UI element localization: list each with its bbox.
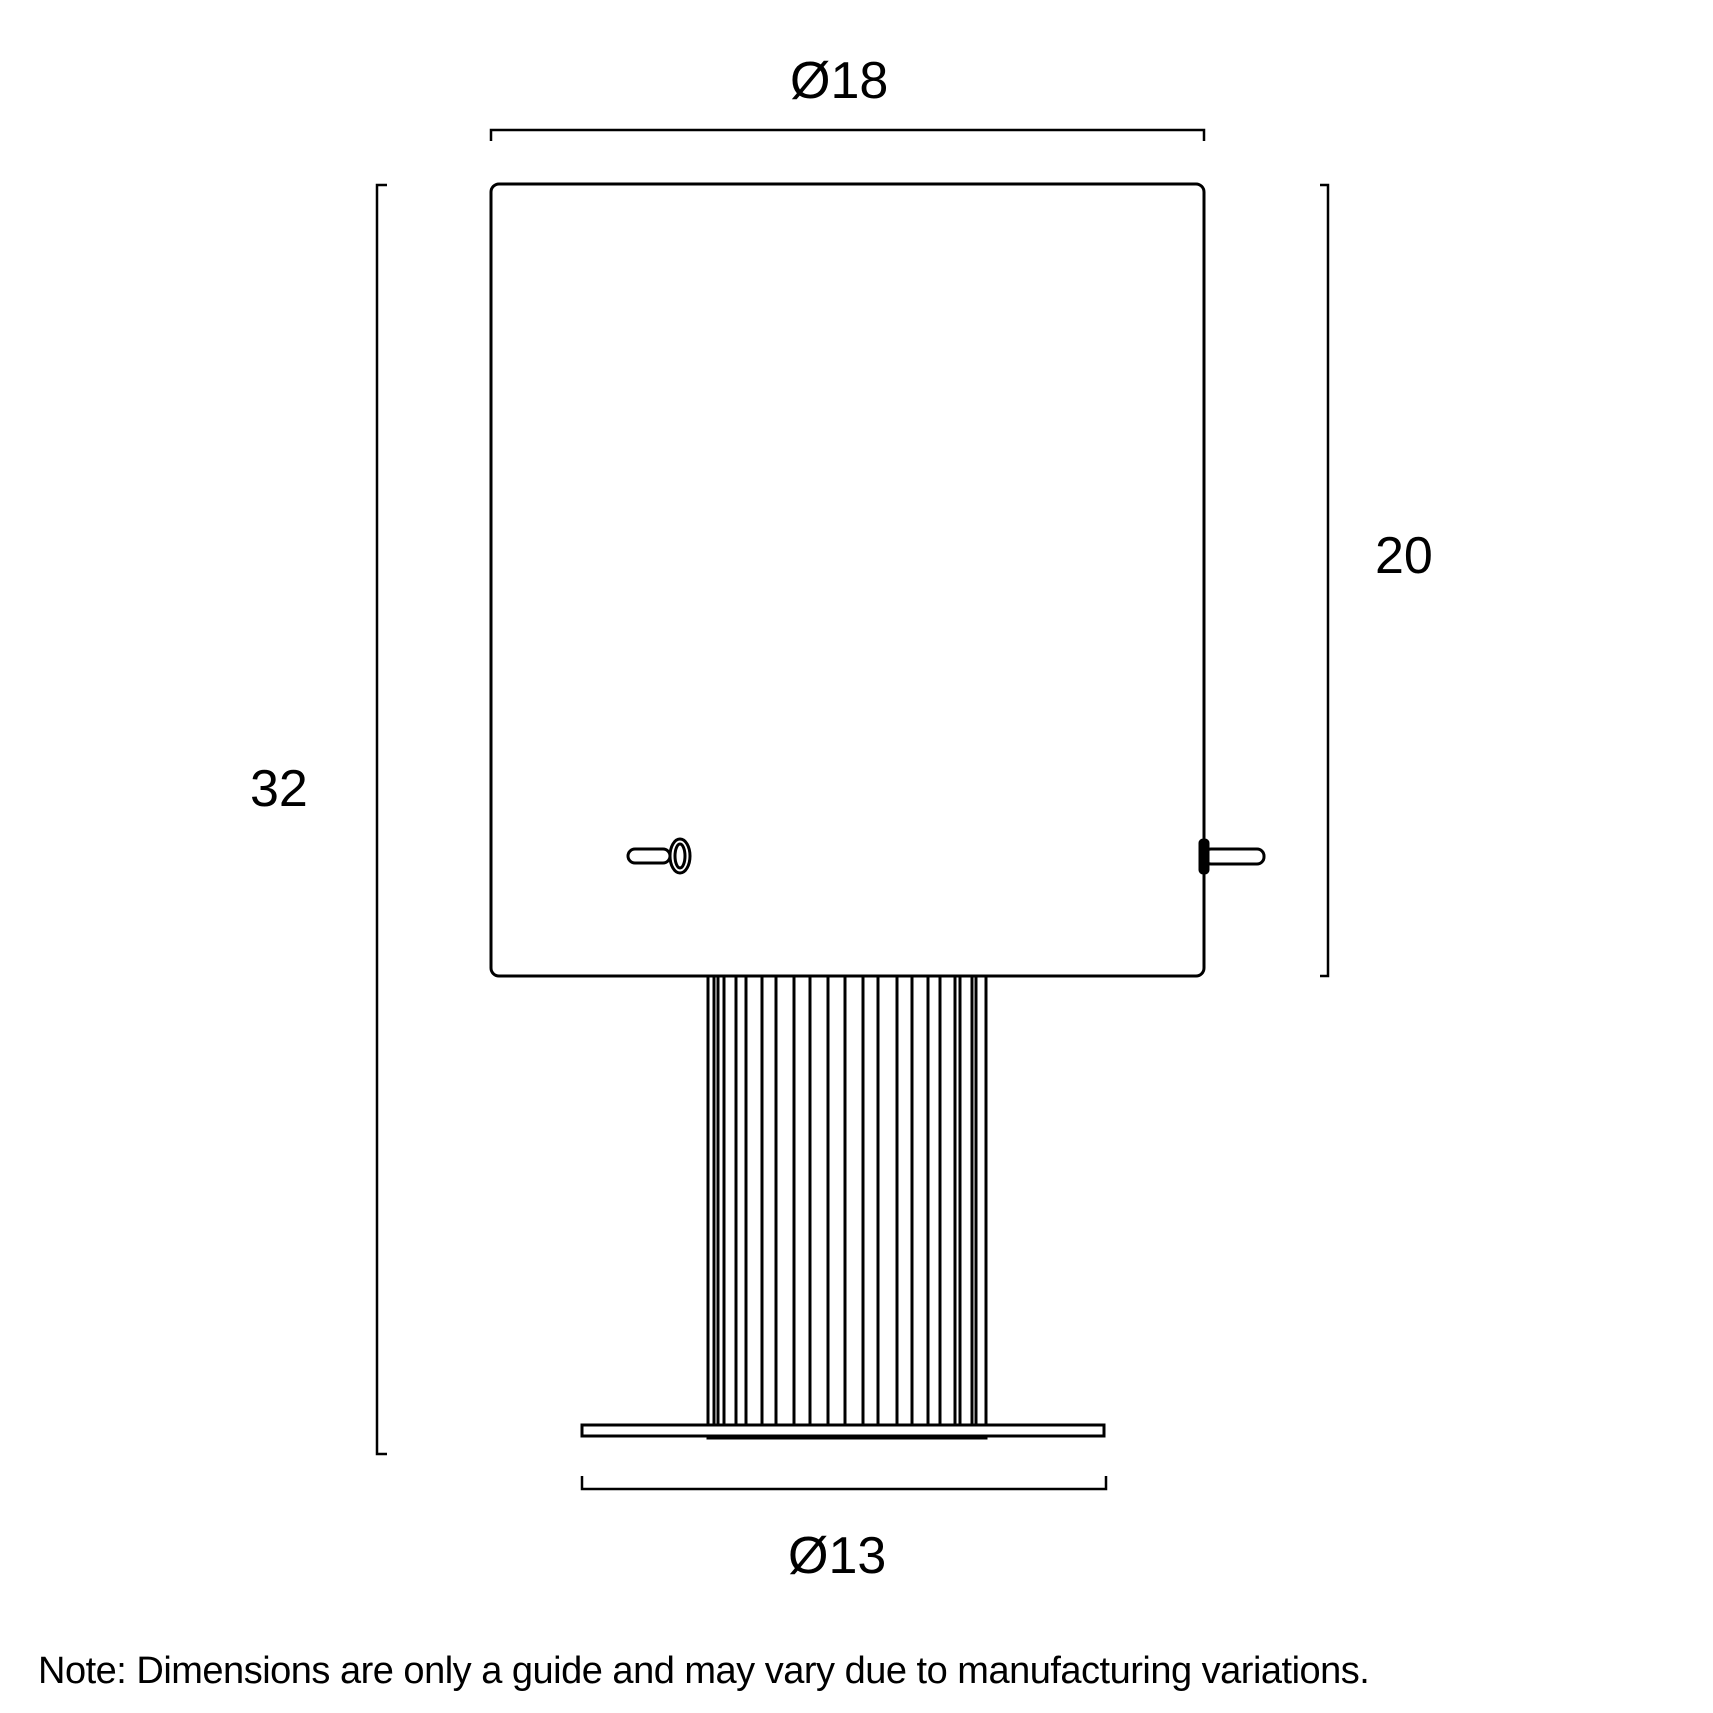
- base-diameter-dimension-line: [580, 1476, 1108, 1491]
- overall-height-dimension-line: [375, 183, 387, 1456]
- switch-knob-icon: [626, 837, 692, 875]
- shade-height-dimension-line: [1320, 183, 1330, 978]
- overall-height-label: 32: [250, 760, 308, 818]
- shade-diameter-label: Ø18: [790, 52, 889, 110]
- lamp-shade: [489, 182, 1206, 978]
- base-plate: [580, 1423, 1106, 1438]
- base-diameter-label: Ø13: [788, 1527, 887, 1585]
- shade-diameter-dimension-line: [489, 128, 1206, 141]
- side-switch-icon: [1198, 838, 1266, 875]
- disclaimer-note: Note: Dimensions are only a guide and ma…: [38, 1650, 1370, 1692]
- shade-height-label: 20: [1375, 527, 1433, 585]
- fluted-stem: [706, 974, 988, 1440]
